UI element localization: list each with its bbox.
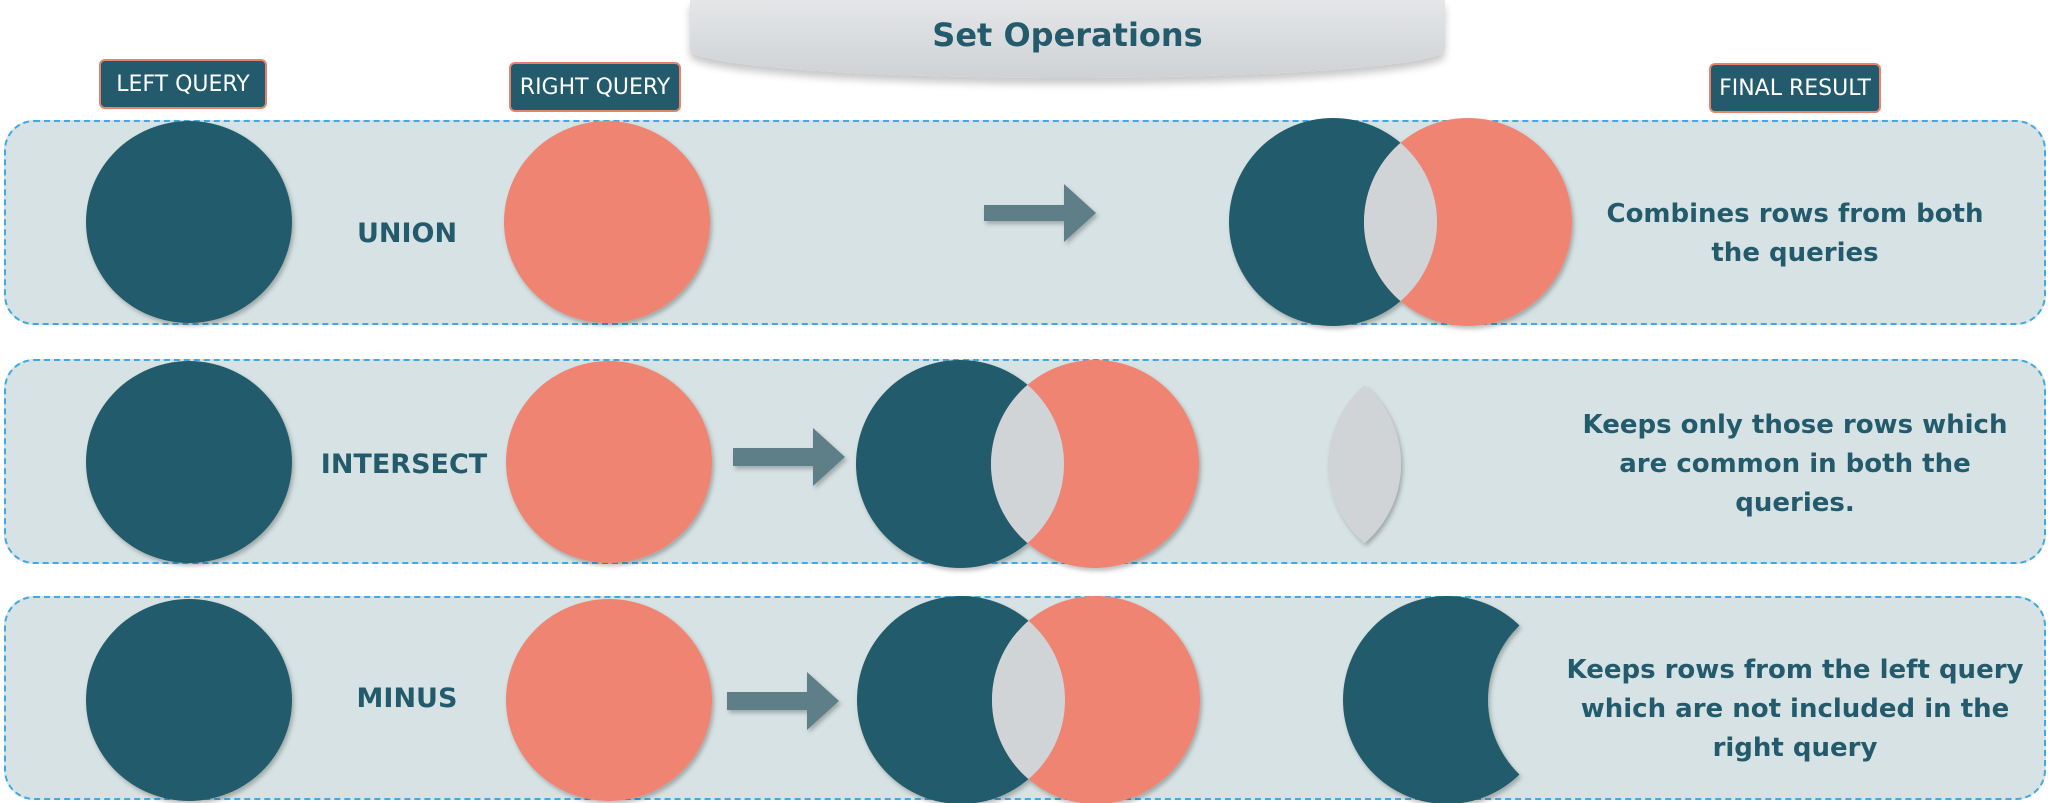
minus-description-line: Keeps rows from the left query — [1566, 655, 2024, 685]
intersect-arrow-icon — [733, 428, 845, 486]
intersect-description-line: Keeps only those rows which — [1582, 410, 2008, 440]
page-title: Set Operations — [932, 16, 1203, 54]
union-arrow-icon — [984, 184, 1096, 242]
right-query-label: RIGHT QUERY — [509, 62, 681, 112]
minus-venn — [857, 596, 1200, 803]
union-description: Combines rows from both the queries — [1560, 195, 2030, 273]
minus-description-line: which are not included in the — [1580, 694, 2010, 724]
union-result — [1229, 118, 1572, 326]
union-description-line: the queries — [1711, 238, 1879, 268]
intersect-description: Keeps only those rows which are common i… — [1560, 406, 2030, 523]
union-label: UNION — [356, 218, 458, 249]
intersect-description-line: are common in both the — [1619, 449, 1971, 479]
union-left-circle — [86, 121, 292, 323]
minus-left-circle — [86, 599, 292, 801]
title-banner: Set Operations — [690, 0, 1445, 78]
minus-description-line: right query — [1712, 733, 1878, 763]
intersect-label: INTERSECT — [320, 449, 488, 480]
intersect-description-line: queries. — [1735, 488, 1855, 518]
union-description-line: Combines rows from both — [1606, 199, 1984, 229]
intersect-left-circle — [86, 361, 292, 563]
minus-arrow-icon — [727, 672, 839, 730]
minus-label: MINUS — [356, 683, 458, 714]
final-result-label: FINAL RESULT — [1709, 63, 1881, 113]
minus-result — [1343, 596, 1551, 803]
union-row — [4, 120, 2046, 325]
intersect-right-circle — [506, 361, 712, 563]
union-right-circle — [504, 121, 710, 323]
minus-description: Keeps rows from the left query which are… — [1560, 651, 2030, 768]
intersect-venn — [856, 360, 1199, 568]
left-query-label: LEFT QUERY — [99, 59, 267, 109]
intersect-result — [1328, 360, 1401, 568]
minus-right-circle — [506, 599, 712, 801]
